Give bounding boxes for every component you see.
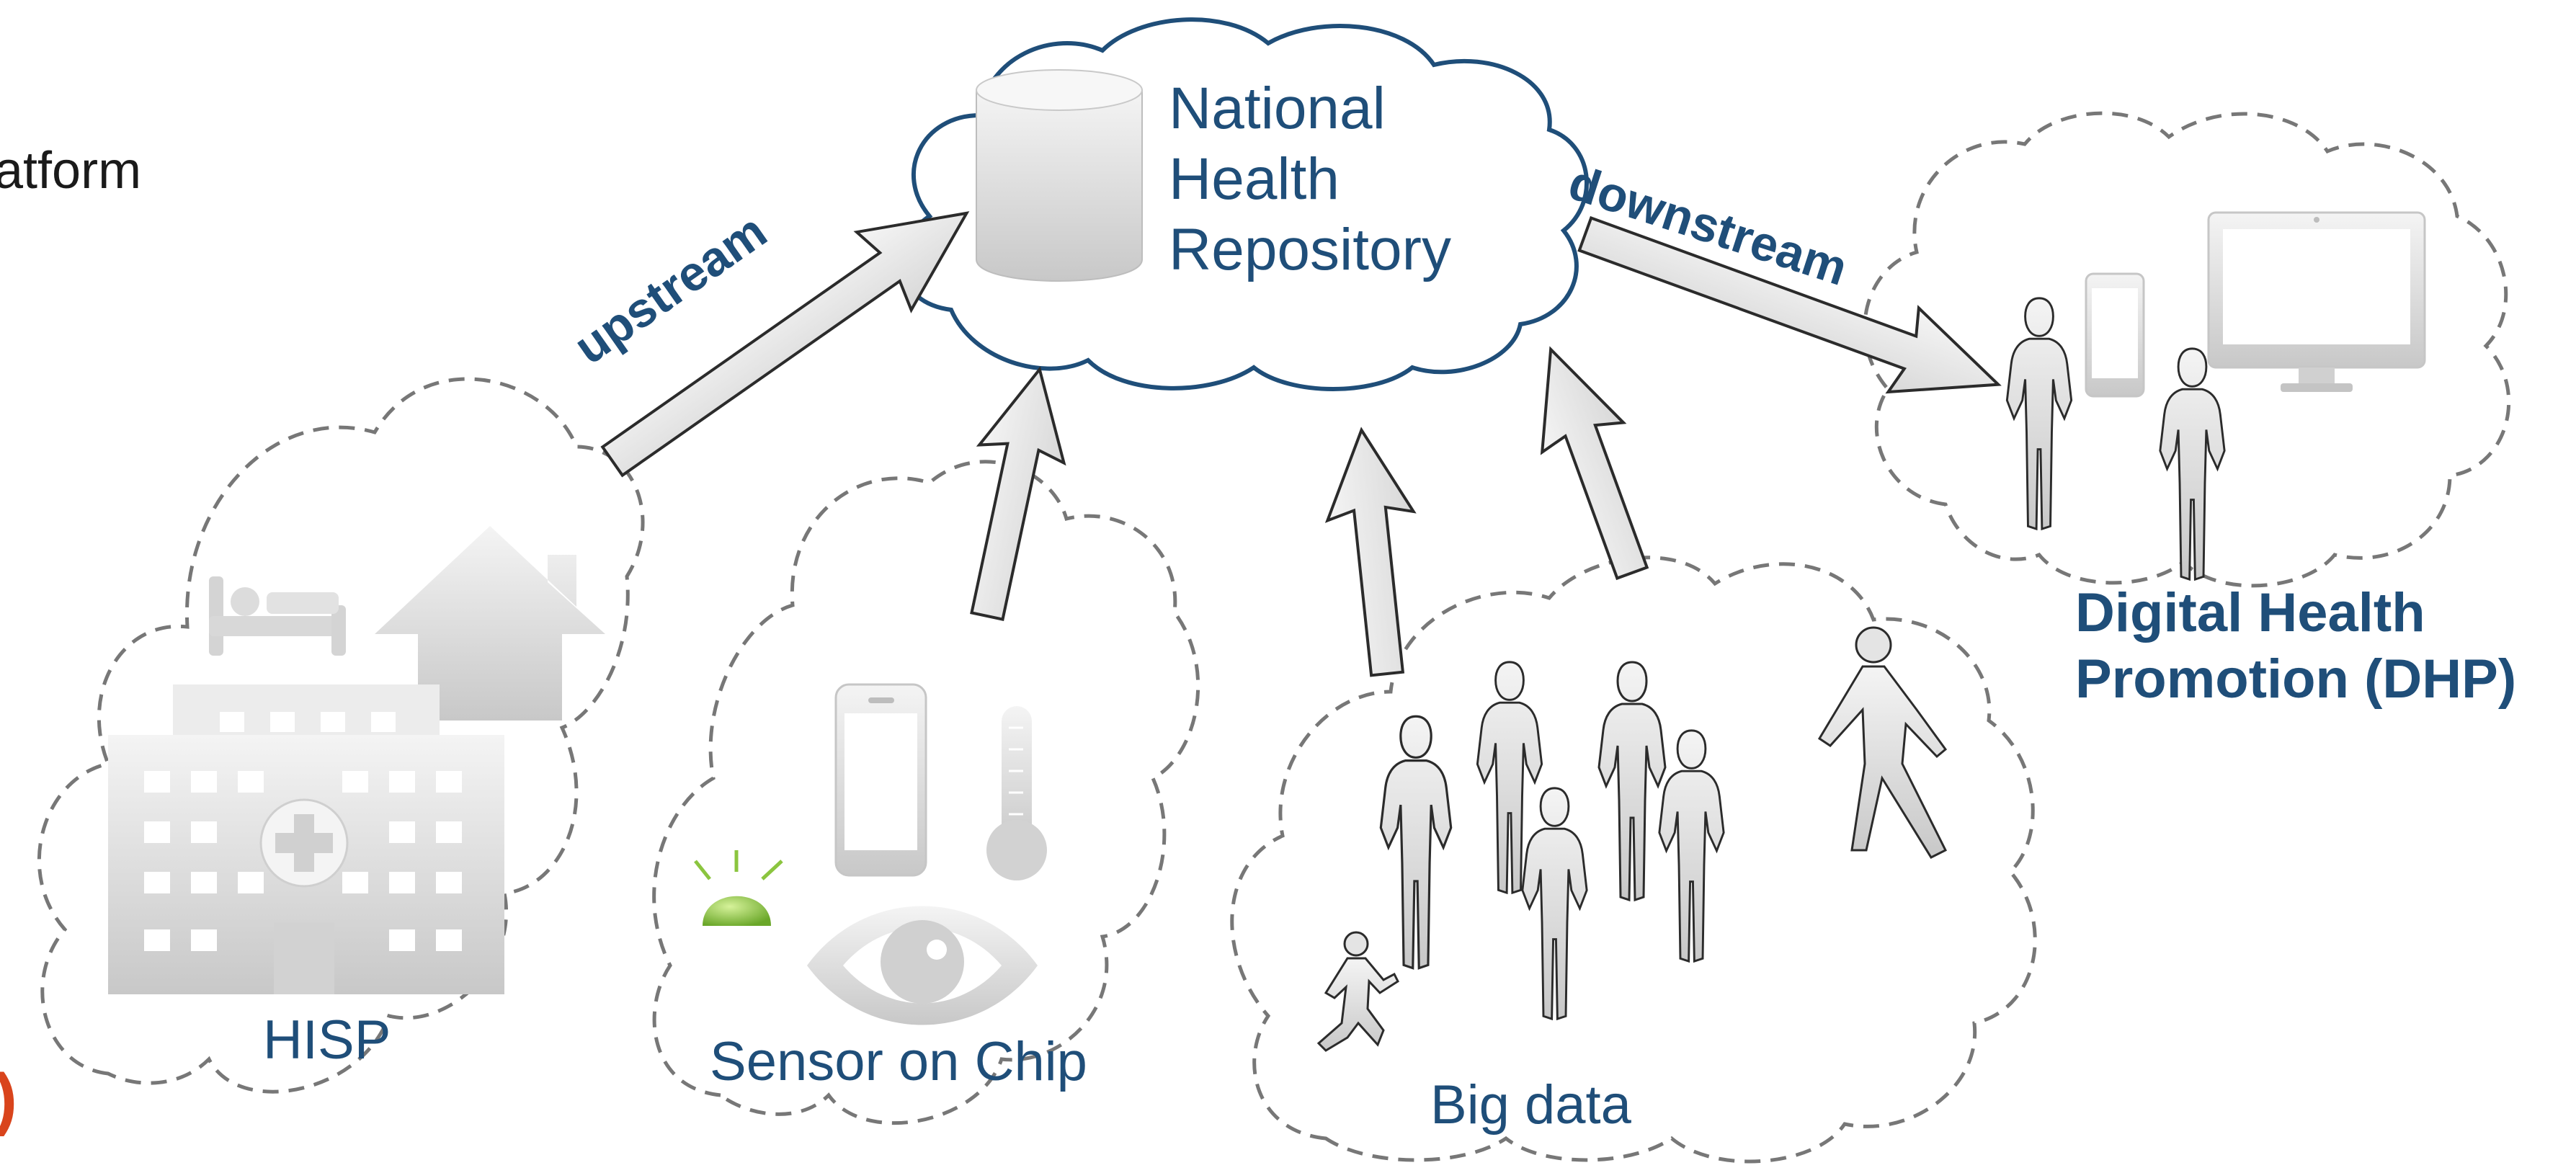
dhp-label-line1: Digital Health (2075, 582, 2425, 643)
dhp-cloud (1863, 111, 2511, 588)
person-icon (1597, 661, 1667, 901)
left-cutoff-text: atform (0, 142, 142, 200)
bigdata-up-arrow-1 (1324, 427, 1417, 677)
database-icon (976, 69, 1143, 282)
house-icon (375, 526, 605, 721)
walker-icon (1817, 626, 1948, 859)
repository-label-line1: National (1169, 76, 1386, 141)
sensor-cloud (652, 460, 1200, 1125)
bed-icon (209, 576, 346, 656)
thermometer-icon (986, 706, 1047, 880)
repository-label-line2: Health (1169, 146, 1340, 212)
phone-icon (2085, 272, 2145, 398)
upstream-arrow (600, 211, 970, 478)
repository-label-line3: Repository (1169, 217, 1451, 282)
bigdata-up-arrow-2 (1540, 346, 1649, 581)
person-icon (1379, 715, 1453, 970)
eye-icon (807, 906, 1038, 1025)
downstream-arrow (1577, 215, 2002, 394)
sensor-up-arrow (970, 366, 1066, 621)
person-icon (1520, 787, 1589, 1021)
person-icon (2159, 347, 2226, 581)
bigdata-cloud (1230, 556, 2037, 1164)
hisp-label: HISP (263, 1009, 391, 1071)
dhp-label-line2: Promotion (DHP) (2075, 648, 2517, 710)
led-icon (694, 850, 783, 926)
person-icon (2005, 297, 2073, 530)
left-cutoff-mark: ) (0, 1059, 17, 1138)
phone-icon (834, 683, 927, 877)
sensor-label: Sensor on Chip (710, 1031, 1087, 1092)
person-icon (1658, 729, 1725, 963)
hisp-cloud (37, 377, 645, 1094)
runner-icon (1316, 931, 1399, 1052)
hospital-icon (108, 684, 504, 994)
bigdata-label: Big data (1430, 1074, 1631, 1136)
monitor-icon (2207, 211, 2426, 392)
